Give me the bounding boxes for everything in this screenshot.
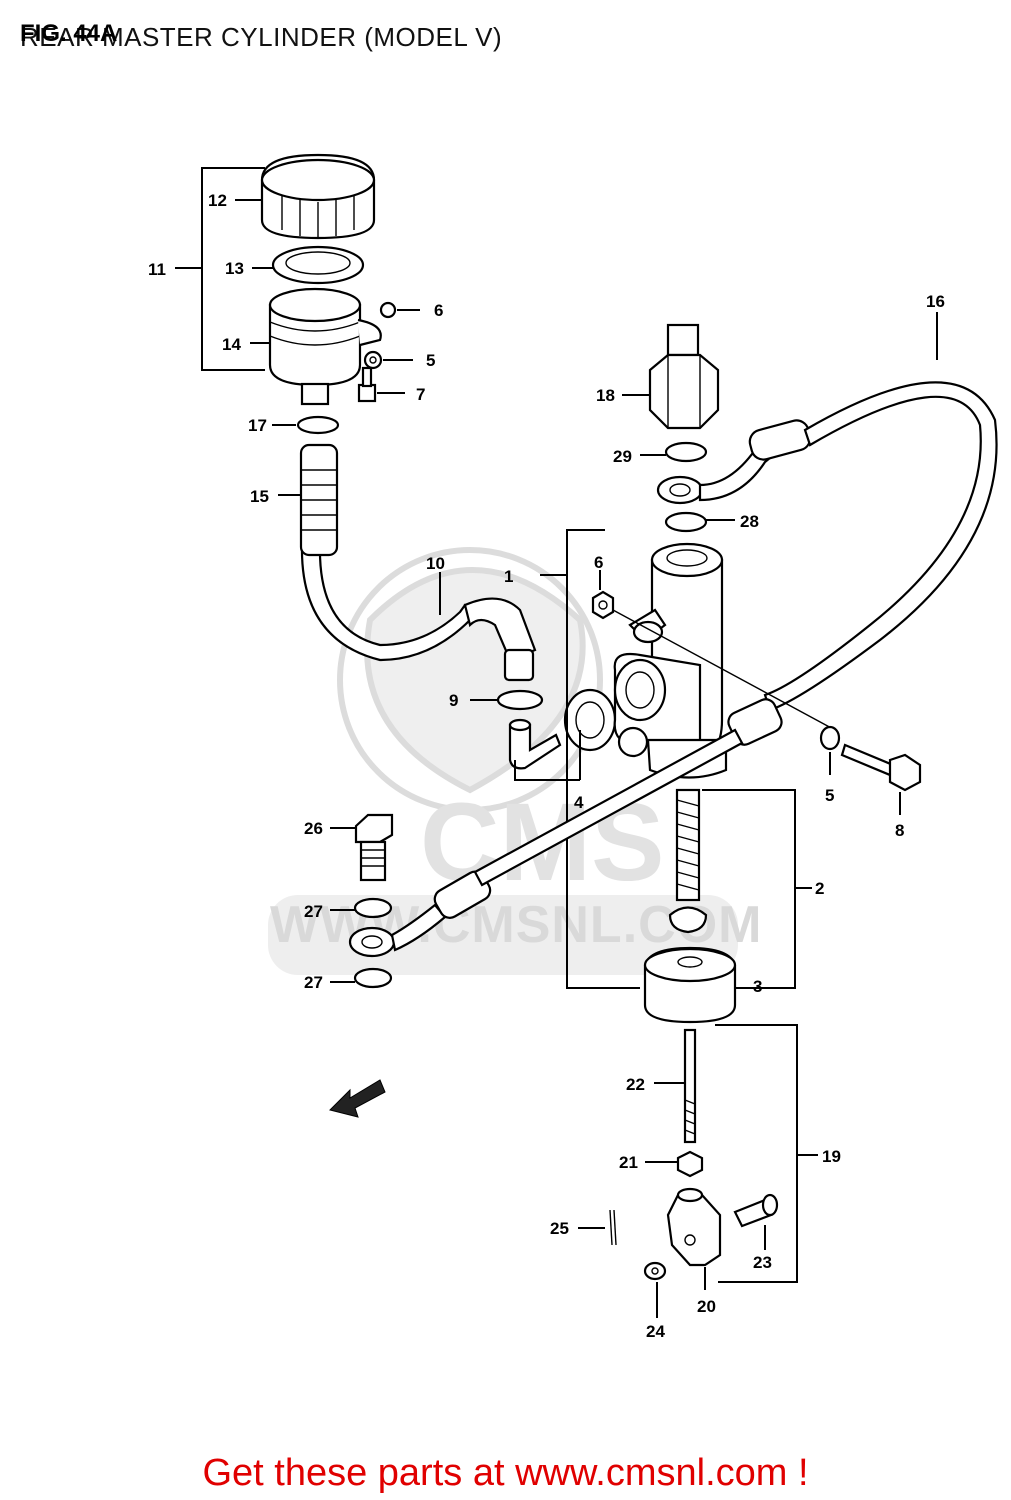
part-label-1: 1: [504, 567, 513, 586]
banjo-fitting-upper: [656, 475, 704, 505]
part-label-24: 24: [646, 1322, 665, 1341]
part-label-20: 20: [697, 1297, 716, 1316]
dust-boot: [643, 946, 737, 1024]
diagram-title: REAR MASTER CYLINDER (MODEL V): [20, 22, 503, 52]
part-label-16: 16: [926, 292, 945, 311]
part-label-5b: 5: [825, 786, 834, 805]
part-label-10: 10: [426, 554, 445, 573]
part-label-28: 28: [740, 512, 759, 531]
part-label-21: 21: [619, 1153, 638, 1172]
reservoir-diaphragm: [271, 245, 365, 285]
figure-label: FIG. 44A: [20, 20, 118, 47]
part-label-18: 18: [596, 386, 615, 405]
hose-clip-17: [296, 415, 340, 435]
reservoir-hose: [299, 443, 537, 682]
clevis-pin-23: [733, 1193, 779, 1228]
nut-6a: [379, 301, 397, 319]
part-label-7: 7: [416, 385, 425, 404]
pushrod-22: [683, 1028, 697, 1144]
part-label-17: 17: [248, 416, 267, 435]
reservoir-body: [268, 287, 382, 406]
piston-spring: [668, 788, 708, 934]
clevis-20: [666, 1187, 722, 1267]
part-label-12: 12: [208, 191, 227, 210]
part-label-29: 29: [613, 447, 632, 466]
reservoir-cap: [260, 153, 376, 240]
part-label-27b: 27: [304, 973, 323, 992]
part-label-6b: 6: [594, 553, 603, 572]
part-label-27a: 27: [304, 902, 323, 921]
inlet-elbow: [508, 688, 617, 770]
part-label-19: 19: [822, 1147, 841, 1166]
part-label-26: 26: [304, 819, 323, 838]
nut-6b: [591, 590, 615, 620]
mounting-bolt-8: [840, 743, 922, 792]
cotter-pin-25: [609, 1209, 617, 1246]
part-label-13: 13: [225, 259, 244, 278]
part-label-11: 11: [148, 260, 166, 279]
master-cylinder-body: [613, 542, 728, 779]
brake-hose-16: [698, 381, 998, 746]
bolt-7: [357, 366, 377, 403]
footer-link[interactable]: Get these parts at www.cmsnl.com !: [202, 1452, 809, 1494]
part-label-2: 2: [815, 879, 824, 898]
part-label-3: 3: [753, 977, 762, 996]
part-label-8: 8: [895, 821, 904, 840]
locknut-21: [676, 1150, 704, 1178]
brake-light-switch: [648, 323, 720, 430]
part-label-14: 14: [222, 335, 241, 354]
part-label-22: 22: [626, 1075, 645, 1094]
part-label-6a: 6: [434, 301, 443, 320]
part-label-23: 23: [753, 1253, 772, 1272]
banjo-bolt-26: [354, 813, 394, 882]
banjo-fitting-lower: [348, 728, 744, 958]
part-label-4: 4: [574, 793, 584, 812]
part-label-15: 15: [250, 487, 269, 506]
part-label-9: 9: [449, 691, 458, 710]
part-label-5a: 5: [426, 351, 435, 370]
direction-arrow-icon: [329, 1079, 386, 1118]
part-label-25: 25: [550, 1219, 569, 1238]
